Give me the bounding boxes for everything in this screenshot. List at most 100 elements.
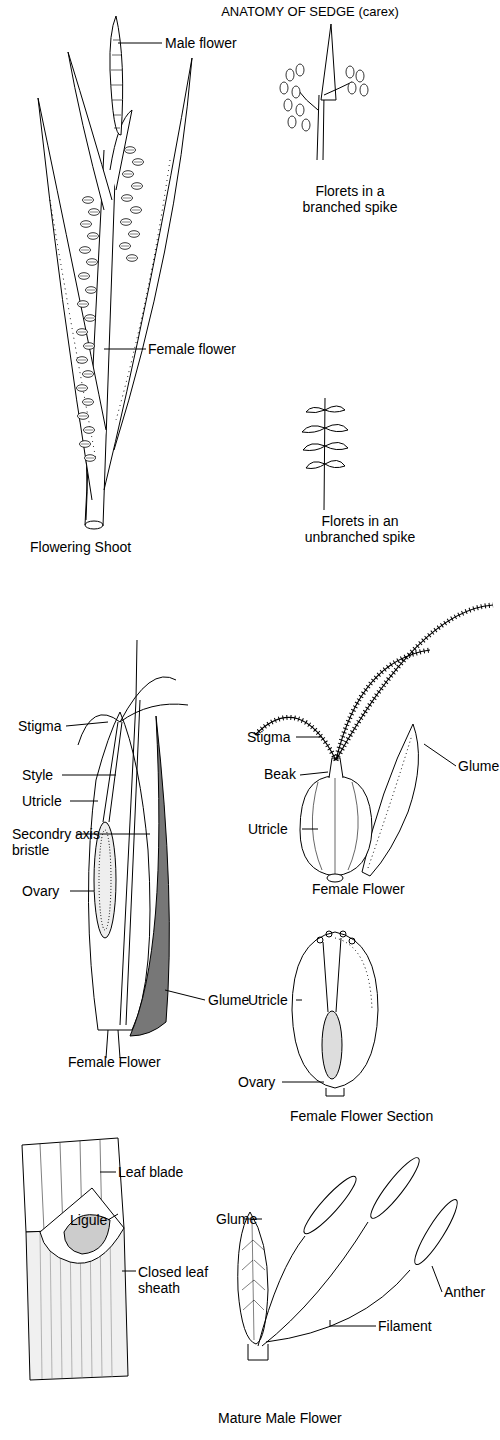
flowering-shoot-part bbox=[68, 52, 112, 210]
flowering-shoot-part bbox=[84, 427, 95, 434]
flowering-shoot-part bbox=[123, 171, 134, 178]
part-label: Glume bbox=[458, 758, 499, 774]
part-label: Florets in a branched spike bbox=[290, 183, 410, 215]
unbranched-spike-part bbox=[302, 424, 348, 432]
female-flower-section-part bbox=[317, 937, 323, 943]
flowering-shoot-part bbox=[127, 255, 138, 262]
part-label: Leaf blade bbox=[118, 1164, 183, 1180]
part-label: Ovary bbox=[238, 1074, 275, 1090]
female-flower-long-part bbox=[130, 716, 169, 1036]
leader-lines-part bbox=[165, 990, 205, 1000]
branched-spike-part bbox=[317, 95, 324, 160]
female-flower-section-part bbox=[340, 931, 346, 937]
leader-lines-part bbox=[70, 891, 94, 892]
male-flower-part bbox=[365, 1153, 424, 1223]
female-flower-part bbox=[255, 605, 493, 760]
flowering-shoot-part bbox=[122, 195, 133, 202]
flowering-shoot bbox=[38, 16, 192, 529]
branched-spike-part bbox=[286, 69, 294, 81]
female-flower-section-part bbox=[349, 938, 355, 944]
male-flower bbox=[238, 1153, 463, 1360]
flowering-shoot-part bbox=[77, 357, 88, 364]
part-label: Female Flower Section bbox=[290, 1108, 433, 1124]
part-label: Secondry axis bristle bbox=[12, 826, 100, 858]
flowering-shoot-part bbox=[81, 221, 92, 228]
part-label: Stigma bbox=[18, 718, 62, 734]
female-flower-long-part bbox=[99, 830, 111, 930]
part-label: Female flower bbox=[148, 341, 236, 357]
female-flower-part bbox=[300, 776, 372, 876]
part-label: Closed leaf sheath bbox=[138, 1264, 218, 1296]
leader-lines-part bbox=[424, 744, 456, 766]
part-label: Beak bbox=[264, 766, 296, 782]
branched-spike-part bbox=[348, 82, 356, 94]
flowering-shoot-part bbox=[50, 200, 96, 460]
flowering-shoot-part bbox=[85, 521, 103, 529]
flowering-shoot-part bbox=[77, 329, 88, 336]
female-flower-part bbox=[312, 778, 358, 874]
leader-lines-part bbox=[118, 43, 162, 44]
flowering-shoot-part bbox=[120, 243, 131, 250]
female-flower-long-part bbox=[103, 722, 122, 822]
flowering-shoot-part bbox=[132, 183, 143, 190]
leader-lines-part bbox=[70, 801, 98, 802]
branched-spike-part bbox=[321, 24, 336, 100]
leader-lines-part bbox=[100, 1172, 116, 1173]
flowering-shoot-part bbox=[89, 209, 100, 216]
leader-lines-part bbox=[66, 722, 108, 726]
part-label: Male flower bbox=[165, 35, 237, 51]
female-flower-section bbox=[292, 931, 378, 1096]
branched-spike-part bbox=[346, 66, 354, 78]
flowering-shoot-part bbox=[86, 287, 97, 294]
flowering-shoot-part bbox=[85, 315, 96, 322]
branched-spike-part bbox=[296, 64, 304, 76]
branched-spike-part bbox=[356, 70, 364, 82]
part-label: Ovary bbox=[22, 883, 59, 899]
leader-lines-part bbox=[282, 1082, 324, 1083]
part-label: Anther bbox=[444, 1284, 485, 1300]
female-flower-part bbox=[255, 605, 493, 760]
leader-lines-part bbox=[300, 772, 328, 775]
male-flower-part bbox=[238, 1212, 268, 1344]
female-flower-section-part bbox=[323, 938, 341, 1012]
female-flower-long-part bbox=[106, 1030, 120, 1058]
female-flower-section-part bbox=[322, 1011, 342, 1079]
leader-lines-part bbox=[296, 1000, 302, 1001]
female-flower-long-part bbox=[120, 700, 140, 1025]
flowering-shoot-part bbox=[110, 16, 123, 135]
branched-spike-part bbox=[280, 82, 288, 94]
male-flower-part bbox=[242, 1220, 265, 1340]
flowering-shoot-part bbox=[129, 231, 140, 238]
flowering-shoot-part bbox=[116, 160, 170, 420]
part-label: Female Flower bbox=[68, 1054, 161, 1070]
flowering-shoot-part bbox=[83, 399, 94, 406]
part-label: Filament bbox=[378, 1318, 432, 1334]
part-label: Mature Male Flower bbox=[218, 1410, 342, 1426]
flowering-shoot-part bbox=[80, 247, 91, 254]
leaf-sheath-part bbox=[40, 1188, 124, 1263]
leader-lines bbox=[62, 43, 456, 1326]
leader-lines-part bbox=[296, 737, 322, 738]
branched-spike-part bbox=[302, 119, 310, 131]
diagram-title: ANATOMY OF SEDGE (carex) bbox=[160, 4, 460, 20]
flowering-shoot-part bbox=[121, 219, 132, 226]
leader-lines-part bbox=[432, 1266, 442, 1292]
flowering-shoot-part bbox=[78, 413, 89, 420]
female-flower-long-part bbox=[78, 640, 188, 745]
flowering-shoot-part bbox=[87, 259, 98, 266]
female-flower-long bbox=[78, 640, 188, 1058]
flowering-shoot-part bbox=[77, 385, 88, 392]
unbranched-spike-part bbox=[306, 460, 345, 468]
part-label: Glume bbox=[216, 1211, 257, 1227]
part-label: Flowering Shoot bbox=[30, 539, 160, 555]
flowering-shoot-part bbox=[131, 207, 142, 214]
part-label: Utricle bbox=[248, 821, 288, 837]
female-flower-section-part bbox=[292, 932, 378, 1088]
female-flower-part bbox=[329, 758, 343, 778]
flowering-shoot-part bbox=[133, 159, 144, 166]
male-flower-part bbox=[299, 1171, 362, 1238]
leader-lines-part bbox=[108, 1214, 118, 1220]
branched-spike-part bbox=[292, 86, 300, 98]
unbranched-spike bbox=[302, 398, 348, 510]
